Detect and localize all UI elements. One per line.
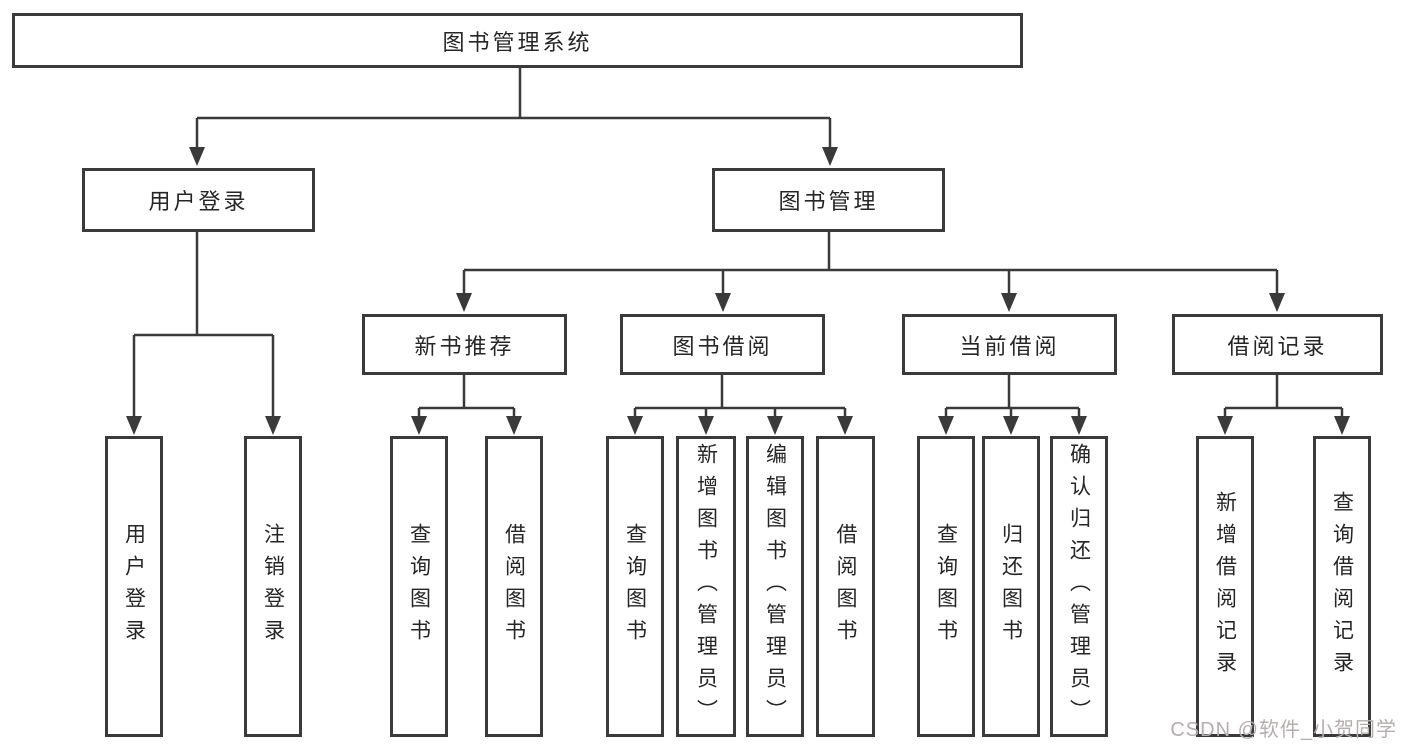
csdn-watermark: CSDN @软件_小贺同学 [1170,719,1397,741]
node-leaf-add-books-admin: 新增图书（管理员） [676,436,736,737]
node-leaf-borrow-books-recommendation: 借阅图书 [485,436,543,737]
node-leaf-query-books-recommendation: 查询图书 [390,436,448,737]
node-label: 查询图书 [934,522,958,651]
node-leaf-confirm-return-admin: 确认归还（管理员） [1050,436,1108,737]
node-label: 归还图书 [999,522,1023,651]
node-new-book-recommendation: 新书推荐 [362,314,567,375]
node-label: 用户登录 [148,189,249,214]
node-label: 借阅图书 [834,522,857,651]
node-label: 查询图书 [623,522,647,651]
arrowheads [126,147,1350,435]
node-label: 图书借阅 [672,333,773,359]
node-library-management-system: 图书管理系统 [12,13,1023,68]
node-label: 用户登录 [122,522,146,651]
node-leaf-user-login: 用户登录 [105,436,163,737]
node-label: 图书管理 [778,189,879,214]
node-user-login: 用户登录 [82,168,315,232]
node-label: 新增图书（管理员） [694,442,718,731]
node-label: 编辑图书（管理员） [763,442,787,731]
node-label: 图书管理系统 [442,29,593,55]
node-leaf-query-books-borrowing: 查询图书 [606,436,664,737]
node-borrowing-records: 借阅记录 [1172,314,1383,375]
node-leaf-query-borrow-record: 查询借阅记录 [1313,436,1371,737]
node-current-borrowing: 当前借阅 [902,314,1117,375]
node-label: 新增借阅记录 [1213,490,1237,683]
node-leaf-edit-books-admin: 编辑图书（管理员） [746,436,804,737]
node-book-borrowing: 图书借阅 [620,314,825,375]
node-label: 注销登录 [261,522,285,651]
node-leaf-query-books-current: 查询图书 [917,436,975,737]
node-label: 新书推荐 [414,333,515,359]
node-leaf-borrow-books: 借阅图书 [816,436,875,737]
node-label: 借阅记录 [1227,333,1328,359]
node-label: 确认归还（管理员） [1067,442,1091,731]
node-leaf-return-books: 归还图书 [982,436,1040,737]
node-label: 查询借阅记录 [1330,490,1354,683]
node-leaf-add-borrow-record: 新增借阅记录 [1196,436,1254,737]
node-label: 借阅图书 [502,522,526,651]
node-label: 当前借阅 [959,333,1060,359]
node-leaf-logout: 注销登录 [244,436,302,737]
node-book-management: 图书管理 [712,168,945,232]
node-label: 查询图书 [407,522,431,651]
